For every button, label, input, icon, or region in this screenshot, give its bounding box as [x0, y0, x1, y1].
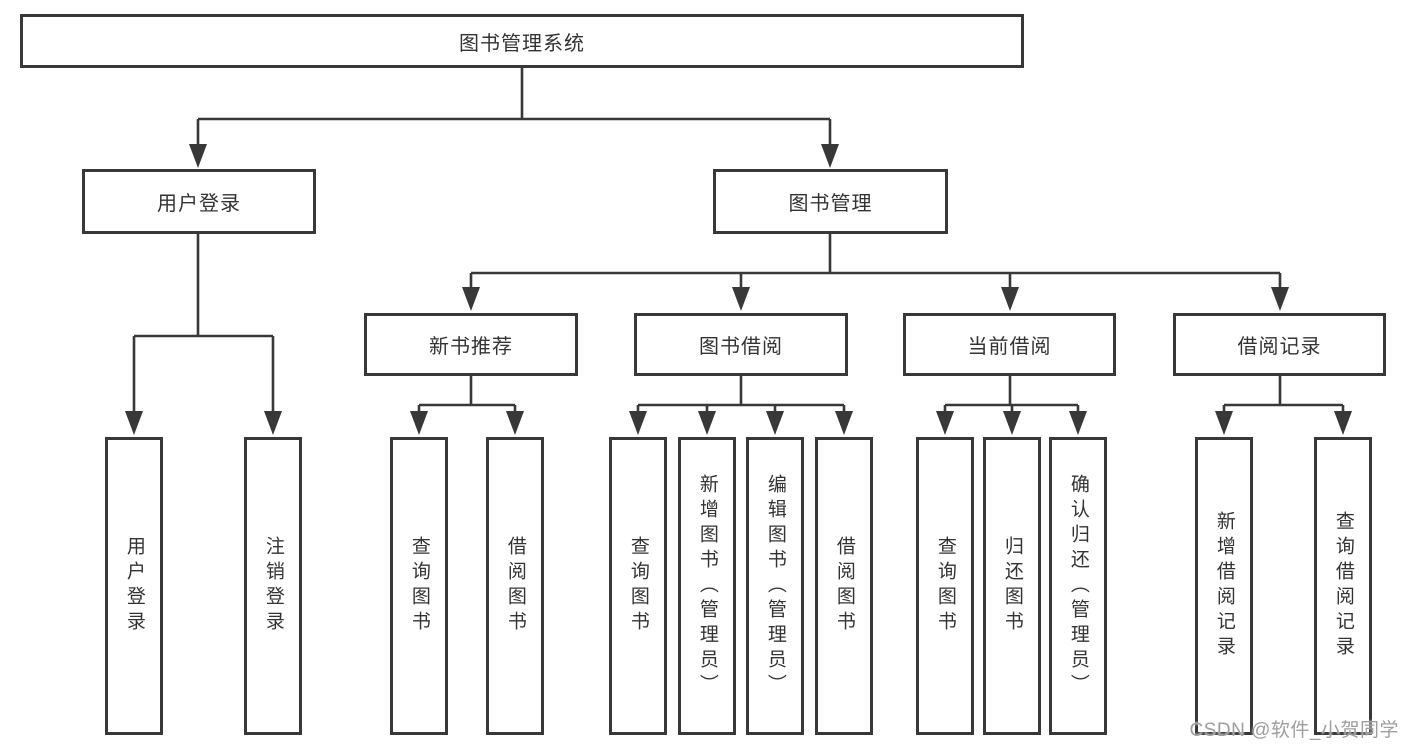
arrowhead-icon — [125, 144, 1352, 435]
node-borrow-records: 借阅记录 — [1173, 313, 1386, 376]
leaf-add-borrow-record: 新增借阅记录 — [1195, 437, 1253, 735]
leaf-query-borrow-record-label: 查询借阅记录 — [1332, 511, 1354, 661]
leaf-logout: 注销登录 — [244, 437, 302, 735]
leaf-borrow-book-recommend: 借阅图书 — [486, 437, 544, 735]
leaf-query-book-current-label: 查询图书 — [934, 536, 956, 636]
leaf-borrow-book-recommend-label: 借阅图书 — [504, 536, 526, 636]
leaf-logout-label: 注销登录 — [262, 536, 284, 636]
leaf-return-book: 归还图书 — [983, 437, 1041, 735]
leaf-add-book-admin: 新增图书（管理员） — [678, 437, 736, 735]
leaf-return-book-label: 归还图书 — [1001, 536, 1023, 636]
node-root-label: 图书管理系统 — [459, 32, 585, 55]
node-root: 图书管理系统 — [20, 14, 1024, 68]
node-new-book-recommend: 新书推荐 — [364, 313, 578, 376]
node-user-login-label: 用户登录 — [157, 193, 241, 215]
node-current-borrow-label: 当前借阅 — [967, 336, 1052, 358]
leaf-confirm-return-admin-label: 确认归还（管理员） — [1067, 473, 1089, 699]
node-book-borrow-label: 图书借阅 — [699, 336, 783, 358]
node-new-book-recommend-label: 新书推荐 — [429, 336, 513, 358]
leaf-query-book-current: 查询图书 — [916, 437, 974, 735]
leaf-query-borrow-record: 查询借阅记录 — [1314, 437, 1372, 735]
leaf-query-book-recommend: 查询图书 — [390, 437, 448, 735]
node-current-borrow: 当前借阅 — [903, 313, 1116, 376]
leaf-query-book-recommend-label: 查询图书 — [408, 536, 430, 636]
node-user-login: 用户登录 — [82, 169, 316, 234]
leaf-edit-book-admin-label: 编辑图书（管理员） — [764, 473, 786, 699]
node-book-management-label: 图书管理 — [788, 193, 873, 215]
leaf-query-book-borrow: 查询图书 — [609, 437, 667, 735]
watermark-text: CSDN @软件_小贺同学 — [1189, 720, 1399, 741]
leaf-add-borrow-record-label: 新增借阅记录 — [1213, 511, 1235, 661]
leaf-borrow-book: 借阅图书 — [815, 437, 873, 735]
leaf-add-book-admin-label: 新增图书（管理员） — [696, 473, 718, 699]
leaf-edit-book-admin: 编辑图书（管理员） — [746, 437, 804, 735]
leaf-user-login-label: 用户登录 — [123, 536, 145, 636]
node-borrow-records-label: 借阅记录 — [1237, 336, 1322, 358]
leaf-confirm-return-admin: 确认归还（管理员） — [1049, 437, 1107, 735]
node-book-borrow: 图书借阅 — [634, 313, 848, 376]
leaf-query-book-borrow-label: 查询图书 — [627, 536, 649, 636]
leaf-user-login: 用户登录 — [105, 437, 163, 735]
node-book-management: 图书管理 — [713, 169, 948, 234]
leaf-borrow-book-label: 借阅图书 — [833, 536, 855, 636]
